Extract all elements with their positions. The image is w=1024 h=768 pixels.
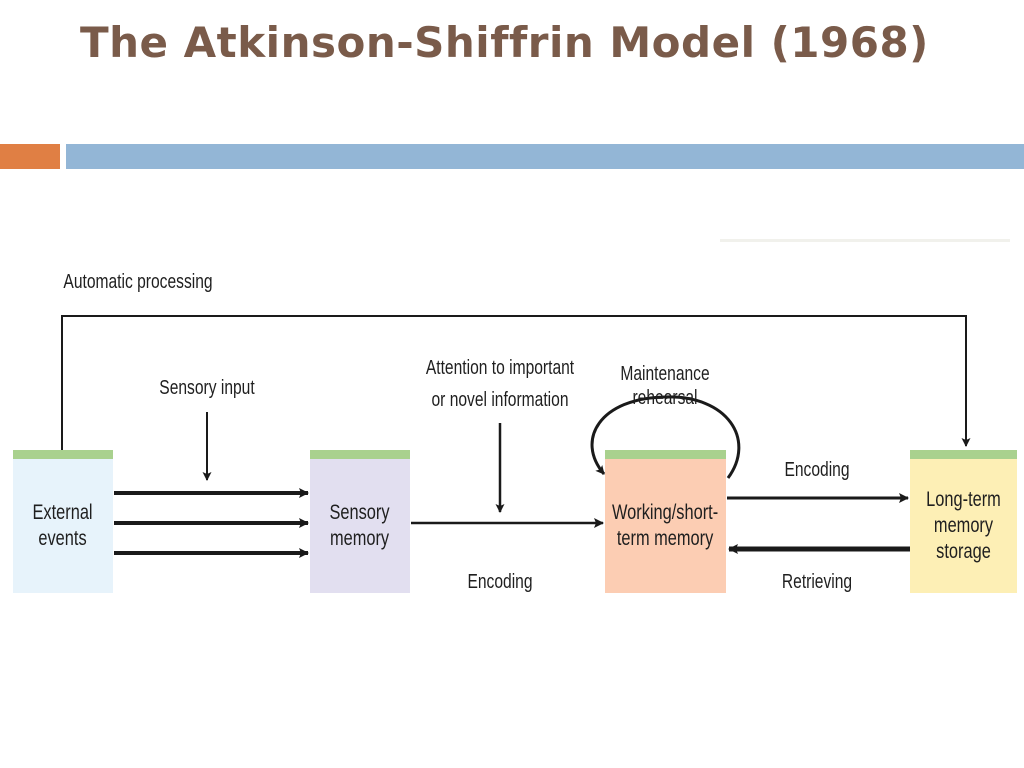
box-external-events: External events [13, 450, 113, 593]
accent-bar-orange [0, 144, 60, 169]
label-attention: Attention to important or novel informat… [425, 357, 575, 411]
box-sensory-memory: Sensory memory [310, 450, 410, 593]
slide-title: The Atkinson-Shiffrin Model (1968) [80, 18, 929, 67]
box-working-memory: Working/short- term memory [605, 450, 726, 593]
label-maintenance-rehearsal: Maintenance rehearsal [620, 363, 710, 409]
box-working-memory-label: Working/short- term memory [612, 500, 719, 550]
box-external-events-label: External events [32, 500, 94, 550]
maintenance-rehearsal-loop [590, 395, 741, 479]
decorative-line [720, 239, 1010, 242]
label-automatic-processing: Automatic processing [63, 271, 213, 293]
automatic-processing-arrow [61, 315, 971, 450]
box-sensory-memory-label: Sensory memory [329, 500, 391, 550]
accent-bar-blue [66, 144, 1024, 169]
box-long-term-memory: Long-term memory storage [910, 450, 1017, 593]
label-encoding-bottom: Encoding [467, 571, 533, 593]
label-sensory-input: Sensory input [159, 377, 255, 399]
box-long-term-memory-label: Long-term memory storage [926, 487, 1001, 564]
label-retrieving: Retrieving [781, 571, 853, 593]
label-encoding-top: Encoding [784, 459, 850, 481]
